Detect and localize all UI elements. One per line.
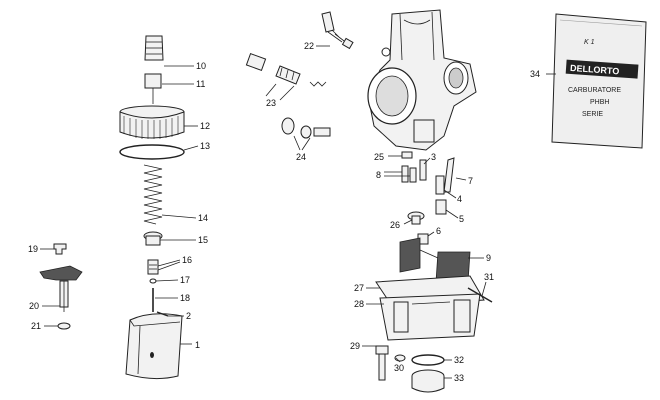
- label-4: 4: [457, 194, 462, 204]
- bag-handwriting: K 1: [584, 39, 595, 46]
- part-2-pin: [156, 311, 169, 317]
- part-16-clip: [147, 259, 159, 275]
- part-number-labels: 1 2 3 4 5 6 7 8 9 10 11 12 13 14 15 16 1…: [28, 41, 540, 383]
- part-12-knurled-cap: [119, 105, 185, 139]
- part-15-spring-seat: [143, 231, 163, 246]
- part-carburetor-body: [367, 9, 477, 151]
- label-24: 24: [296, 152, 306, 162]
- part-4-jet: [435, 175, 445, 195]
- label-26: 26: [390, 220, 400, 230]
- label-10: 10: [196, 61, 206, 71]
- part-5-jet: [435, 199, 447, 215]
- part-34-parts-bag: DELLORTO K 1 CARBURATORE PHBH SERIE: [551, 13, 647, 149]
- label-11: 11: [196, 79, 205, 89]
- part-19-cap: [53, 243, 67, 255]
- label-20: 20: [29, 301, 39, 311]
- part-24-screw-washer: [281, 117, 331, 139]
- part-33-drain-plug: [411, 369, 445, 393]
- label-25: 25: [374, 152, 384, 162]
- label-30: 30: [394, 363, 404, 373]
- part-23-mixture-screw: [245, 52, 327, 87]
- bag-text-line-1: CARBURATORE: [568, 87, 621, 94]
- label-2: 2: [186, 311, 191, 321]
- label-18: 18: [180, 293, 190, 303]
- part-7-pin: [443, 157, 455, 193]
- label-16: 16: [182, 255, 192, 265]
- label-5: 5: [459, 214, 464, 224]
- label-9: 9: [486, 253, 491, 263]
- part-28-float-bowl: [379, 293, 481, 341]
- label-19: 19: [28, 244, 38, 254]
- label-8: 8: [376, 170, 381, 180]
- bag-text-line-3: SERIE: [582, 111, 603, 118]
- label-15: 15: [198, 235, 208, 245]
- part-21-washer: [57, 322, 71, 330]
- part-9-float: [399, 237, 471, 283]
- part-3-jet: [419, 159, 427, 181]
- label-33: 33: [454, 373, 464, 383]
- label-13: 13: [200, 141, 210, 151]
- label-6: 6: [436, 226, 441, 236]
- label-23: 23: [266, 98, 276, 108]
- part-31-rod: [467, 287, 493, 303]
- label-29: 29: [350, 341, 360, 351]
- part-22-idle-screw: [321, 11, 354, 50]
- part-25-nut: [401, 151, 413, 159]
- bag-brand-label: DELLORTO: [570, 63, 620, 76]
- part-11-nut: [144, 73, 162, 104]
- part-1-throttle-slide: [125, 313, 183, 380]
- bag-text-line-2: PHBH: [590, 99, 609, 106]
- label-28: 28: [354, 299, 364, 309]
- part-8-jet-pair: [401, 165, 417, 183]
- label-7: 7: [468, 176, 473, 186]
- part-10-adjuster-cap: [144, 35, 164, 61]
- label-1: 1: [195, 340, 200, 350]
- label-32: 32: [454, 355, 464, 365]
- label-34: 34: [530, 69, 540, 79]
- label-3: 3: [431, 152, 436, 162]
- leader-lines: [40, 45, 556, 379]
- part-17-ring: [149, 278, 157, 284]
- label-12: 12: [200, 121, 210, 131]
- label-14: 14: [198, 213, 208, 223]
- part-20-choke-lever: [39, 265, 83, 312]
- label-31: 31: [484, 272, 494, 282]
- part-14-spring: [143, 164, 163, 225]
- part-26-holder: [407, 211, 425, 225]
- label-17: 17: [180, 275, 190, 285]
- label-21: 21: [31, 321, 41, 331]
- label-22: 22: [304, 41, 314, 51]
- label-27: 27: [354, 283, 364, 293]
- part-13-gasket: [119, 144, 185, 160]
- part-29-bolt: [375, 345, 389, 381]
- part-32-o-ring: [411, 354, 445, 366]
